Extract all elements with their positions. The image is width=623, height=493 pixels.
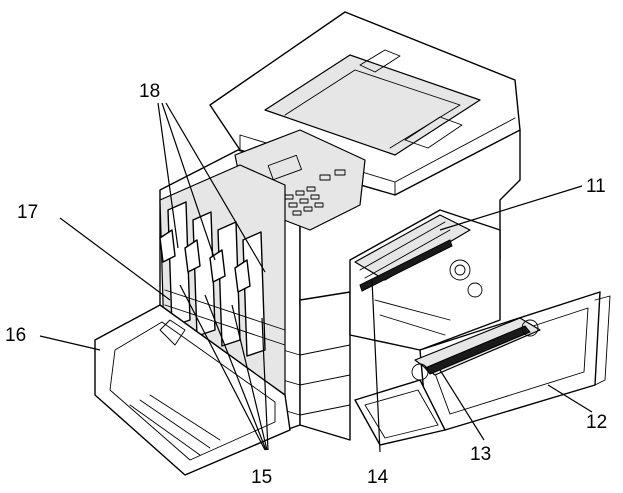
callout-label: 18 xyxy=(139,81,160,102)
front-cover xyxy=(94,304,291,476)
callout-label: 16 xyxy=(5,325,26,346)
callout-labels: 11 12 13 14 15 16 17 18 xyxy=(5,81,607,488)
fuser-area xyxy=(349,209,501,351)
callout-label: 12 xyxy=(586,412,607,433)
callout-label: 13 xyxy=(470,444,491,465)
callout-label: 11 xyxy=(586,176,606,197)
callout-label: 14 xyxy=(367,467,389,488)
callout-label: 15 xyxy=(251,467,272,488)
callout-label: 17 xyxy=(17,202,38,223)
leader-lines xyxy=(39,102,593,453)
transfer-roller xyxy=(411,317,541,381)
